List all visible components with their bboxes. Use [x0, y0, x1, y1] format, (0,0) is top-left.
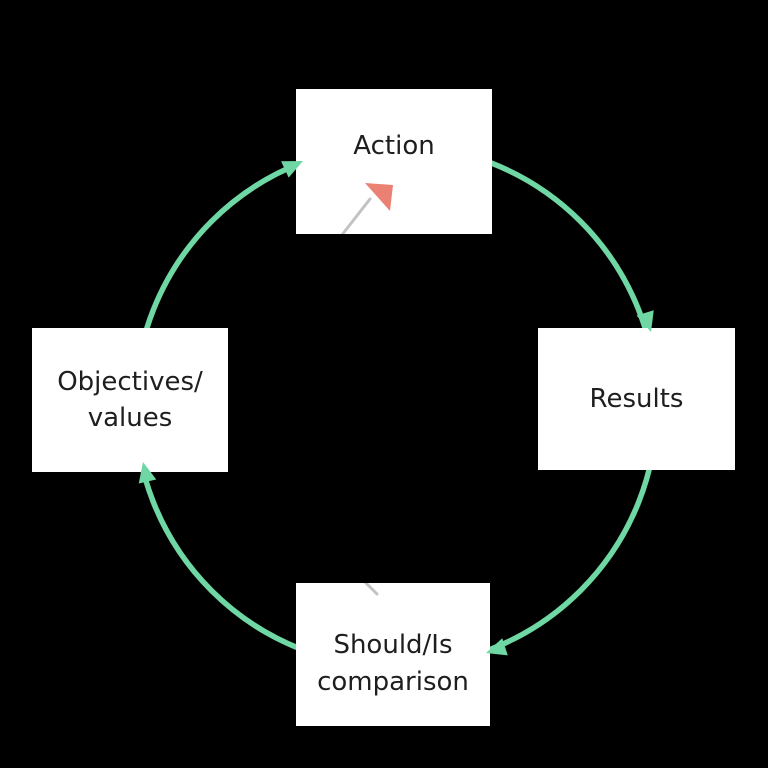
node-results: Results	[538, 328, 735, 470]
node-should-is-comparison: Should/Is comparison	[296, 583, 490, 726]
node-should-is-comparison-label: Should/Is comparison	[317, 630, 469, 697]
node-objectives-values: Objectives/ values	[32, 328, 228, 472]
node-results-label: Results	[589, 383, 684, 414]
node-objectives-values-label: Objectives/ values	[57, 366, 203, 433]
node-action: Action	[296, 89, 492, 234]
node-action-label: Action	[353, 131, 435, 162]
